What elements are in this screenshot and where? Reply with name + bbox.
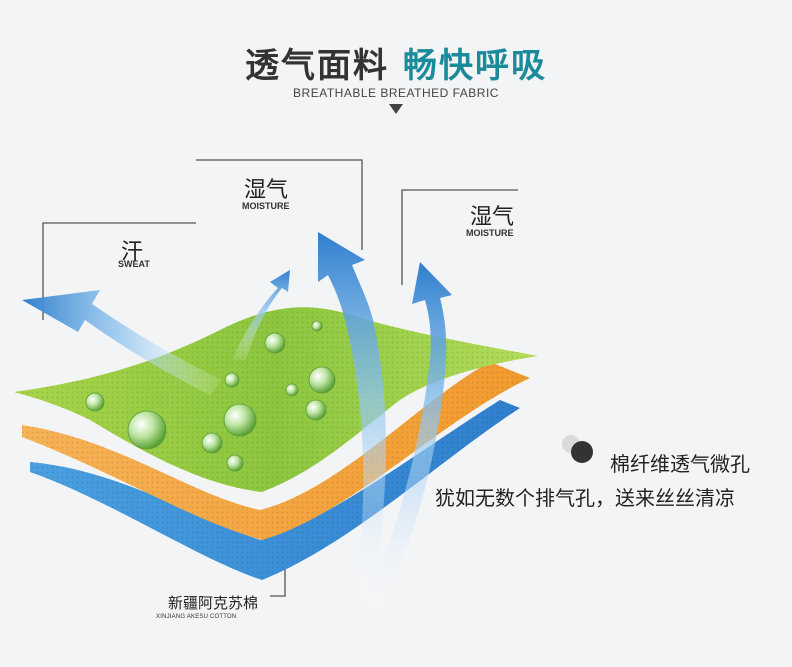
page-title: 透气面料畅快呼吸 — [0, 38, 792, 87]
down-triangle-icon — [389, 104, 403, 114]
sweat-arrow — [22, 290, 222, 395]
water-drops — [85, 320, 336, 472]
material-label-en: XINJIANG AKESU COTTON — [156, 614, 237, 620]
title-main: 透气面料 — [245, 46, 389, 86]
moisture-right-label-en: MOISTURE — [466, 228, 514, 238]
sweat-label-en: SWEAT — [118, 259, 150, 269]
moisture-left-label-cn: 湿气 — [244, 178, 289, 203]
moisture-arrow-right — [362, 262, 452, 610]
moisture-left-label-en: MOISTURE — [242, 201, 290, 211]
moisture-arrow-left — [318, 232, 386, 600]
feature-line-2: 犹如无数个排气孔，送来丝丝清凉 — [435, 486, 735, 510]
moisture-right-label-cn: 湿气 — [470, 205, 515, 230]
sweat-label-cn: 汗 — [121, 240, 144, 265]
feature-line-1: 棉纤维透气微孔 — [610, 452, 750, 476]
bullet-icon — [562, 435, 593, 463]
moisture-arrow-small — [232, 270, 290, 360]
title-accent: 畅快呼吸 — [403, 46, 547, 86]
airflow-arrows — [22, 232, 452, 610]
material-label-cn: 新疆阿克苏棉 — [168, 594, 259, 612]
page-subtitle: BREATHABLE BREATHED FABRIC — [293, 86, 499, 100]
